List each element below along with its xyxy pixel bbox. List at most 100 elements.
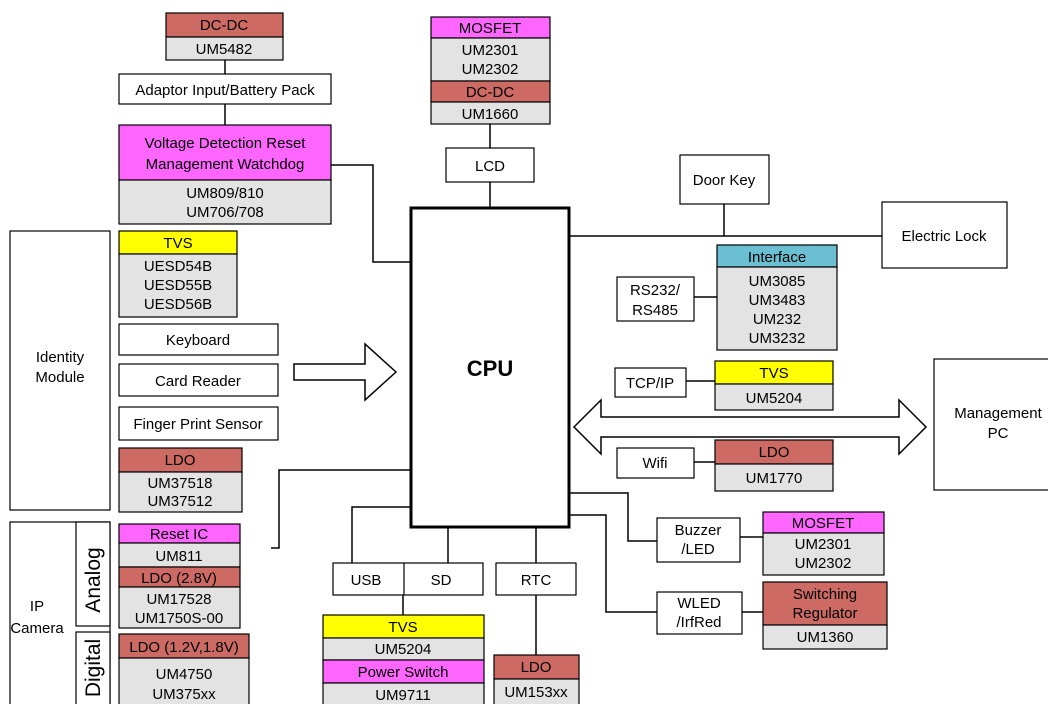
switching-header-line-2: Regulator [792,605,857,622]
interface-part: UM3483 [749,292,806,309]
identity-tvs-header: TVS [163,235,192,252]
switching-part: UM1360 [797,629,854,646]
wled-label-line-1: WLED [677,595,721,612]
connector-line [271,469,411,549]
identity-ldo-header: LDO [165,452,196,469]
connector-line [351,506,411,563]
ip-camera-frame: IP Camera Analog Digital [9,521,111,704]
lcd-dcdc-header: DC-DC [466,84,514,101]
rs232-label-line-2: RS485 [632,302,678,319]
dcdc-um5482-block: DC-DC UM5482 [165,12,284,61]
buzzer-mosfet-part: UM2302 [795,555,852,572]
lcd-dcdc-block: DC-DC UM1660 [430,80,551,125]
adaptor-label: Adaptor Input/Battery Pack [135,82,315,99]
reset-ic-block: Reset IC UM811 [118,523,241,568]
wifi-block: Wifi [616,447,695,479]
electric-lock-block: Electric Lock [881,201,1008,269]
identity-tvs-part: UESD56B [144,296,212,313]
power-switch-header: Power Switch [358,664,449,681]
tcpip-label: TCP/IP [626,375,674,392]
connector-line [331,164,411,263]
interface-header: Interface [748,249,806,266]
voltage-detection-block: Voltage Detection Reset Management Watch… [118,124,332,225]
keyboard-block: Keyboard [118,323,279,356]
wifi-ldo-part: UM1770 [746,470,803,487]
analog-label: Analog [82,547,105,612]
bottom-tvs-part: UM5204 [375,641,432,658]
management-label-line-1: Management [954,405,1042,422]
keyboard-label: Keyboard [166,332,230,349]
sd-label: SD [431,572,452,589]
tcpip-tvs-part: UM5204 [746,390,803,407]
card-reader-block: Card Reader [118,363,279,397]
voltage-header-line-1: Voltage Detection Reset [145,135,307,152]
buzzer-mosfet-block: MOSFET UM2301 UM2302 [762,511,885,576]
interface-part: UM3085 [749,273,806,290]
bottom-tvs-header: TVS [388,619,417,636]
cpu-block: CPU [409,206,571,529]
interface-part: UM232 [753,311,801,328]
identity-label-line-2: Module [35,369,84,386]
ldo-2v8-block: LDO (2.8V) UM17528 UM1750S-00 [118,566,241,629]
ldo-1v2-block: LDO (1.2V,1.8V) UM4750 UM375xx [118,633,250,704]
buzzer-mosfet-header: MOSFET [792,515,855,532]
lcd-dcdc-part: UM1660 [462,106,519,123]
door-key-block: Door Key [679,154,770,205]
usb-sd-block: USB SD [332,562,484,596]
rtc-ldo-block: LDO UM153xx [493,654,580,704]
ldo-2v8-part: UM17528 [146,591,211,608]
lcd-label: LCD [475,158,505,175]
wled-block: WLED /IrfRed [656,591,743,635]
rtc-block: RTC [495,562,577,596]
wifi-ldo-block: LDO UM1770 [714,439,834,492]
door-key-label: Door Key [693,172,756,189]
lcd-mosfet-block: MOSFET UM2301 UM2302 [430,16,551,82]
identity-tvs-block: TVS UESD54B UESD55B UESD56B [118,230,238,318]
input-arrow [293,342,398,402]
buzzer-label-line-2: /LED [681,541,715,558]
lcd-mosfet-part: UM2301 [462,42,519,59]
cpu-label: CPU [467,356,513,381]
wifi-ldo-header: LDO [759,444,790,461]
ldo-1v2-part: UM4750 [156,666,213,683]
switching-header-line-1: Switching [793,586,857,603]
connector-lines [224,60,882,655]
voltage-header-line-2: Management Watchdog [146,156,305,173]
rs232-label-line-1: RS232/ [630,282,681,299]
finger-print-block: Finger Print Sensor [118,406,279,441]
voltage-part-2: UM706/708 [186,204,264,221]
rtc-label: RTC [521,572,552,589]
dcdc-part: UM5482 [196,41,253,58]
rtc-ldo-header: LDO [521,659,552,676]
dcdc-header: DC-DC [200,17,248,34]
reset-ic-header: Reset IC [150,526,209,543]
reset-ic-part: UM811 [155,548,202,565]
interface-block: Interface UM3085 UM3483 UM232 UM3232 [716,244,838,351]
rtc-ldo-part: UM153xx [504,684,568,701]
lcd-mosfet-part: UM2302 [462,61,519,78]
switching-regulator-block: Switching Regulator UM1360 [762,581,888,650]
wled-label-line-2: /IrfRed [676,614,721,631]
electric-lock-label: Electric Lock [901,228,987,245]
camera-label-line-2: Camera [10,620,64,637]
ldo-1v2-header: LDO (1.2V,1.8V) [129,639,239,656]
buzzer-block: Buzzer /LED [656,517,741,563]
ldo-1v2-part: UM375xx [152,686,216,703]
buzzer-mosfet-part: UM2301 [795,536,852,553]
bottom-tvs-block: TVS UM5204 [322,614,485,661]
tcpip-block: TCP/IP [614,367,687,398]
rs232-block: RS232/ RS485 [616,276,695,322]
voltage-part-1: UM809/810 [186,185,264,202]
ldo-2v8-header: LDO (2.8V) [141,570,217,587]
identity-tvs-part: UESD55B [144,277,212,294]
lcd-block: LCD [445,147,535,183]
identity-tvs-part: UESD54B [144,258,212,275]
tcpip-tvs-block: TVS UM5204 [714,360,834,411]
ldo-2v8-part: UM1750S-00 [135,610,223,627]
card-reader-label: Card Reader [155,373,241,390]
identity-ldo-block: LDO UM37518 UM37512 [118,447,243,513]
lcd-mosfet-header: MOSFET [459,20,522,37]
wifi-label: Wifi [643,455,668,472]
usb-label: USB [351,572,382,589]
digital-label: Digital [82,639,105,697]
